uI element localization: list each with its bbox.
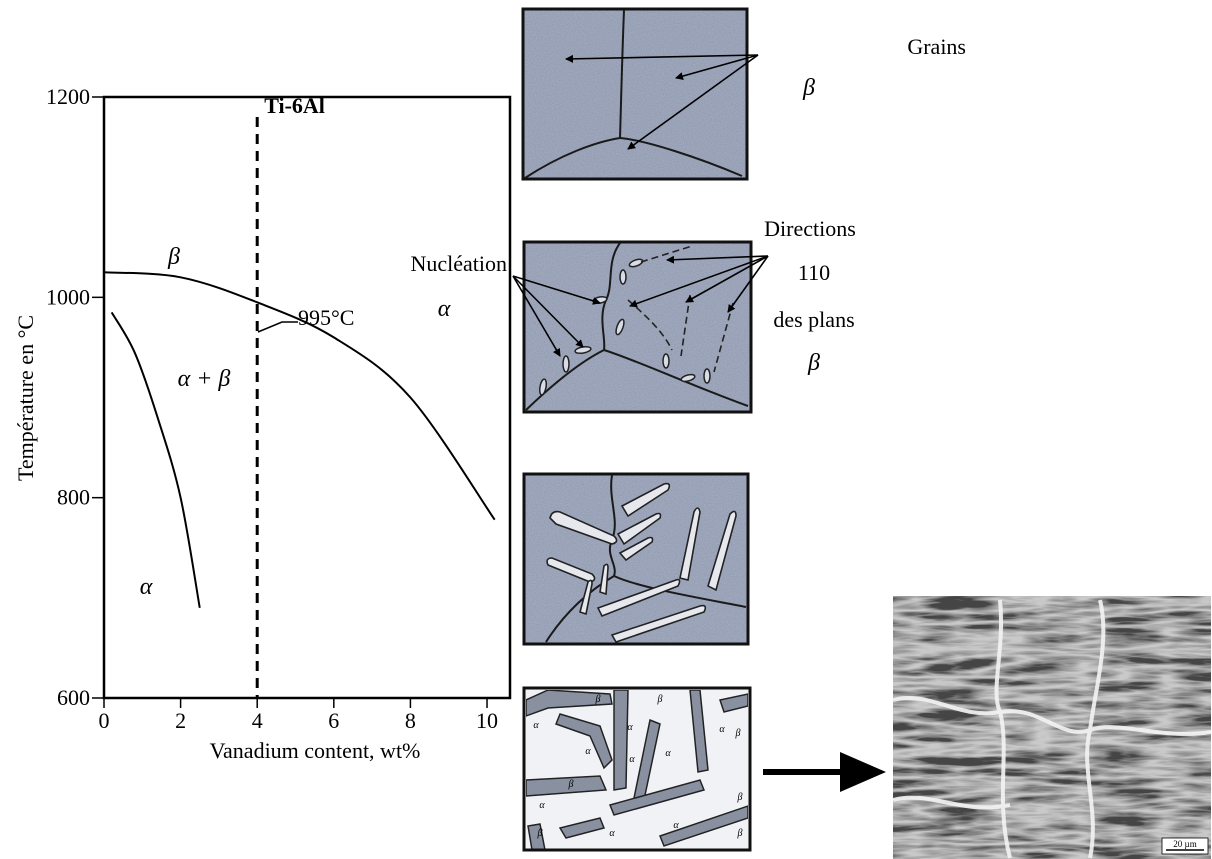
panel4-alpha-label-6: α [629, 754, 635, 765]
panel4-alpha-label-2: α [585, 746, 591, 757]
panel4-alpha-label-9: α [673, 820, 679, 831]
panel4-alpha-label-8: α [609, 828, 615, 839]
plot-frame [102, 95, 512, 700]
region-alpha-beta-label: α + β [178, 366, 231, 392]
x-tick-label: 6 [328, 708, 339, 733]
y-tick-label: 1000 [46, 284, 90, 309]
x-tick-label: 4 [252, 708, 263, 733]
directions-label-line2: 110 [798, 260, 830, 285]
x-tick-label: 10 [476, 708, 498, 733]
panel4-beta-label-2: β [657, 694, 663, 705]
region-alpha-low-label: α [140, 574, 153, 600]
panel4-alpha-label-1: α [533, 720, 539, 731]
panel4-beta-label-4: β [568, 779, 574, 790]
y-tick-label: 1200 [46, 84, 90, 109]
panel4-alpha-label-5: α [665, 748, 671, 759]
nucleation-label: Nucléation [410, 251, 507, 276]
region-alpha-right-label: α [438, 296, 451, 322]
direction-arrows [629, 255, 769, 313]
micrograph-panel-2: Nucléation Directions 110 des plans β [410, 216, 856, 414]
scale-bar: 20 µm [1161, 837, 1209, 855]
optical-micrograph: 20 µm [892, 596, 1212, 859]
grain-arrows [565, 54, 759, 150]
temperature-995-label: 995°C [298, 305, 354, 330]
directions-label-line1: Directions [764, 216, 856, 241]
x-axis-ticks: 0 2 4 6 8 10 [99, 698, 498, 733]
grains-beta-label: β [802, 75, 815, 101]
phase-diagram: 1200 1000 800 600 0 2 4 6 8 10 Température en °C… [13, 84, 512, 763]
transition-arrow [763, 752, 886, 792]
x-tick-label: 2 [175, 708, 186, 733]
beta-transus-curve [103, 271, 496, 521]
grains-label: Grains [907, 34, 966, 59]
micrograph-panel-3 [522, 472, 750, 646]
panel4-beta-label-5: β [737, 792, 743, 803]
alpha-solvus-curve [110, 311, 201, 609]
x-axis-label: Vanadium content, wt% [210, 738, 421, 763]
panel4-alpha-label-7: α [719, 724, 725, 735]
region-beta-label: β [167, 244, 180, 270]
micrograph-panel-1: Grains β [521, 7, 966, 181]
y-axis-label: Température en °C [13, 315, 38, 481]
panel4-beta-label-1: β [595, 694, 601, 705]
y-tick-label: 600 [57, 685, 90, 710]
phase-boundaries [103, 271, 496, 609]
y-tick-label: 800 [57, 485, 90, 510]
x-tick-label: 0 [99, 708, 110, 733]
directions-label-line3: des plans [773, 307, 854, 332]
panel4-beta-label-6: β [537, 828, 543, 839]
scale-bar-label: 20 µm [1173, 839, 1196, 849]
y-axis-ticks: 1200 1000 800 600 [46, 84, 104, 710]
grain-boundaries [524, 9, 743, 179]
micrograph-panel-4: β α α α α α α α α α β β β β β β [522, 686, 752, 852]
alpha-plates [546, 482, 737, 643]
panel4-alpha-label-3: α [539, 800, 545, 811]
x-tick-label: 8 [405, 708, 416, 733]
micrograph-grain-boundaries [892, 599, 1212, 859]
temperature-leader-line [257, 321, 298, 333]
nucleation-arrows [512, 275, 601, 357]
panel4-beta-label-3: β [735, 728, 741, 739]
directions-beta-label: β [807, 350, 820, 376]
panel4-alpha-label-4: α [627, 722, 633, 733]
ti6al-label: Ti-6Al [264, 93, 325, 118]
panel4-beta-label-7: β [737, 828, 743, 839]
